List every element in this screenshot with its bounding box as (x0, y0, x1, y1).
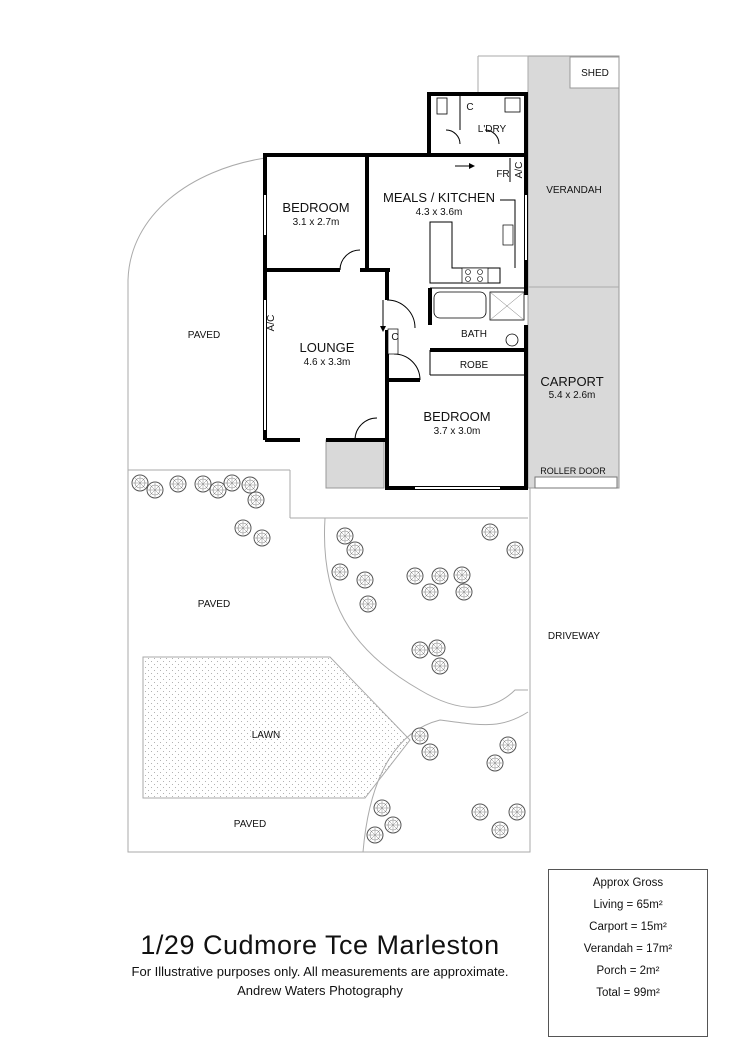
hall-cupboard-label: C (391, 332, 398, 343)
bedroom1-dims: 3.1 x 2.7m (293, 217, 340, 228)
photographer-credit: Andrew Waters Photography (237, 983, 403, 998)
bedroom2-name: BEDROOM (423, 409, 490, 424)
porch-area (325, 439, 385, 489)
laundry-label: L'DRY (478, 124, 507, 135)
area-summary: Approx Gross Living = 65m² Carport = 15m… (548, 869, 708, 1037)
bath-label: BATH (461, 329, 487, 340)
roller-door-label: ROLLER DOOR (540, 466, 606, 476)
roller-door (534, 476, 618, 489)
area-carport: Carport = 15m² (589, 921, 667, 933)
lawn-area (142, 656, 411, 799)
carport-name: CARPORT (540, 374, 603, 389)
area-heading: Approx Gross (592, 877, 664, 889)
area-total: Total = 99m² (596, 987, 660, 999)
kitchen-dims: 4.3 x 3.6m (416, 207, 463, 218)
property-title: 1/29 Cudmore Tce Marleston (140, 930, 500, 960)
area-porch: Porch = 2m² (596, 965, 660, 977)
shed-label: SHED (581, 68, 609, 79)
lawn-label: LAWN (252, 730, 281, 741)
carport-dims: 5.4 x 2.6m (549, 390, 596, 401)
lounge-name: LOUNGE (300, 340, 355, 355)
verandah-label: VERANDAH (546, 185, 602, 196)
lounge-dims: 4.6 x 3.3m (304, 357, 351, 368)
fridge-label: FR (496, 169, 509, 180)
kitchen-ac-label: A/C (514, 162, 525, 179)
bedroom2-dims: 3.7 x 3.0m (434, 426, 481, 437)
disclaimer: For Illustrative purposes only. All meas… (131, 964, 509, 979)
kitchen-name: MEALS / KITCHEN (383, 190, 495, 205)
lounge-ac-label: A/C (266, 315, 277, 332)
area-living: Living = 65m² (593, 899, 663, 911)
driveway-label: DRIVEWAY (548, 631, 601, 642)
verandah-carport-area (527, 55, 620, 489)
area-verandah: Verandah = 17m² (583, 943, 673, 955)
laundry-cupboard-label: C (466, 102, 473, 113)
paved-south-label: PAVED (234, 819, 266, 830)
paved-mid-label: PAVED (198, 599, 230, 610)
paved-west-label: PAVED (188, 330, 220, 341)
robe-label: ROBE (460, 360, 489, 371)
shed (569, 56, 620, 89)
bedroom1-name: BEDROOM (282, 200, 349, 215)
